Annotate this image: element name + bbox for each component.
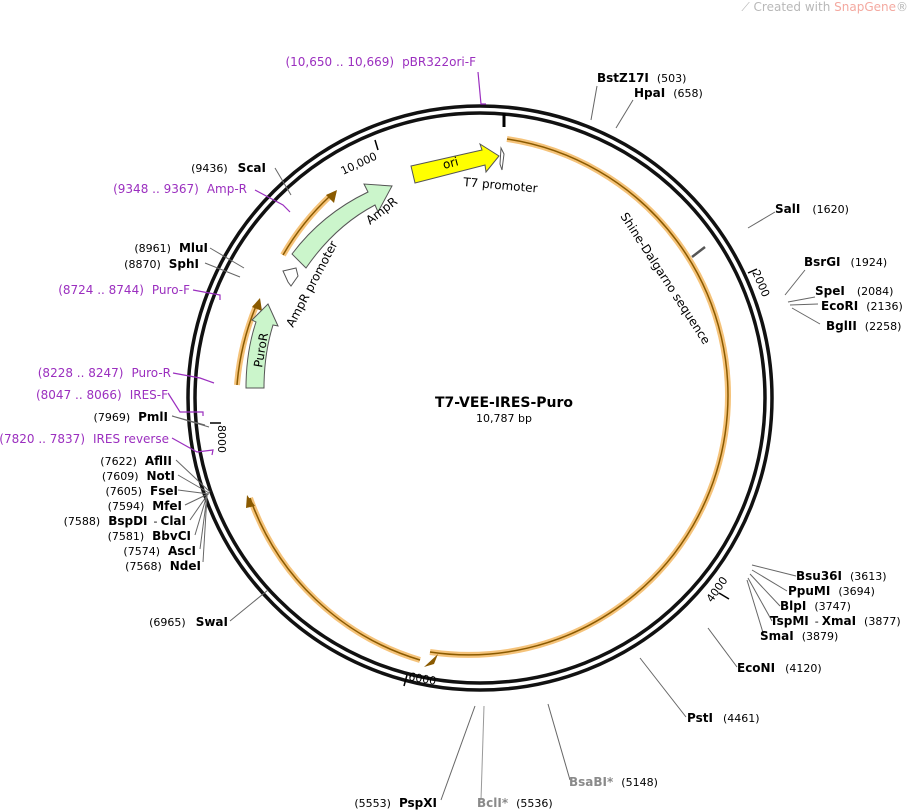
- primer-amp-r: (9348 .. 9367)Amp-R: [113, 182, 247, 196]
- feature-puror-label: PuroR: [251, 332, 271, 369]
- primer-pbr322ori-f: (10,650 .. 10,669)pBR322ori-F: [285, 55, 476, 69]
- site-pspxi: (5553)PspXI: [354, 796, 437, 810]
- site-sali: SalI(1620): [775, 202, 849, 216]
- site-leader-lines: [171, 85, 821, 801]
- site-bglii: BglII(2258): [826, 319, 901, 333]
- site-mfei: (7594)MfeI: [108, 499, 182, 513]
- site-labels: BstZ17I(503) HpaI(658) SalI(1620) BsrGI(…: [64, 71, 903, 810]
- watermark-prefix: Created with: [753, 0, 835, 14]
- primer-leader-lines: [167, 71, 486, 456]
- site-bsrgi: BsrGI(1924): [804, 255, 887, 269]
- orf-puro-arrowhead: [252, 298, 262, 311]
- orf-amp-line: [282, 195, 331, 256]
- site-mlui: (8961)MluI: [134, 241, 208, 255]
- site-bstz17i: BstZ17I(503): [597, 71, 686, 85]
- primer-puro-f: (8724 .. 8744)Puro-F: [58, 283, 190, 297]
- site-ndei: (7568)NdeI: [125, 559, 201, 573]
- site-scai: (9436)ScaI: [191, 161, 266, 175]
- orf-puro-line: [236, 305, 257, 386]
- feature-t7-label: T7 promoter: [462, 175, 538, 196]
- primer-labels: (10,650 .. 10,669)pBR322ori-F (9348 .. 9…: [0, 55, 476, 446]
- site-bsu36i: Bsu36I(3613): [796, 569, 887, 583]
- ruler-label-6000: 6000: [407, 670, 437, 688]
- site-bspdi-clai: (7588)BspDI-ClaI: [64, 514, 186, 528]
- watermark-mark: ®: [896, 0, 908, 14]
- orf-lower-arrowhead: [246, 495, 255, 508]
- site-aflii: (7622)AflII: [100, 454, 172, 468]
- site-hpai: HpaI(658): [634, 86, 703, 100]
- site-swai: (6965)SwaI: [149, 615, 228, 629]
- primer-puro-r: (8228 .. 8247)Puro-R: [38, 366, 171, 380]
- feature-ori-label: ori: [441, 154, 460, 172]
- watermark-brand: SnapGene: [834, 0, 896, 14]
- feature-ampr: [291, 183, 393, 269]
- feature-puror: [245, 303, 279, 389]
- feature-t7-promoter: [499, 146, 505, 171]
- site-bcli: BclI*(5536): [477, 796, 553, 810]
- site-tspmi-xmai: TspMI-XmaI(3877): [770, 614, 901, 628]
- ruler-label-8000: 8000: [215, 425, 228, 453]
- snapgene-logo-icon: ⟋: [741, 0, 754, 14]
- orf-lower-arc: [247, 497, 421, 663]
- site-fsei: (7605)FseI: [105, 484, 178, 498]
- features: ori T7 promoter AmpR AmpR promoter PuroR…: [245, 142, 713, 389]
- orf-lower-line: [249, 497, 421, 661]
- primer-ires-f: (8047 .. 8066)IRES-F: [36, 388, 168, 402]
- site-spei: SpeI(2084): [815, 284, 893, 298]
- feature-ori: [410, 142, 500, 184]
- feature-ampr-promoter: [282, 267, 299, 287]
- site-bsabi: BsaBI*(5148): [569, 775, 658, 789]
- site-smai: SmaI(3879): [760, 629, 838, 643]
- plasmid-name: T7-VEE-IRES-Puro: [435, 395, 573, 411]
- orf-main-line: [429, 138, 729, 656]
- site-pmli: (7969)PmlI: [94, 410, 168, 424]
- plasmid-size: 10,787 bp: [476, 412, 532, 425]
- ruler-label-10000: 10,000: [339, 150, 379, 178]
- site-econi: EcoNI(4120): [737, 661, 822, 675]
- orf-arcs: [234, 136, 731, 667]
- feature-shine-dalgarno: [691, 246, 706, 258]
- site-blpi: BlpI(3747): [780, 599, 851, 613]
- site-asci: (7574)AscI: [123, 544, 196, 558]
- primer-ires-reverse: (7820 .. 7837)IRES reverse: [0, 432, 169, 446]
- backbone: [186, 104, 774, 692]
- site-sphi: (8870)SphI: [124, 257, 199, 271]
- site-noti: (7609)NotI: [102, 469, 175, 483]
- site-psti: PstI(4461): [687, 711, 760, 725]
- orf-main-arrowhead: [424, 654, 438, 667]
- orf-amp-arrowhead: [326, 190, 337, 203]
- site-ppumi: PpuMI(3694): [788, 584, 875, 598]
- site-ecori: EcoRI(2136): [821, 299, 903, 313]
- snapgene-watermark: ⟋ Created with SnapGene®: [741, 0, 908, 15]
- site-bbvci: (7581)BbvCI: [108, 529, 191, 543]
